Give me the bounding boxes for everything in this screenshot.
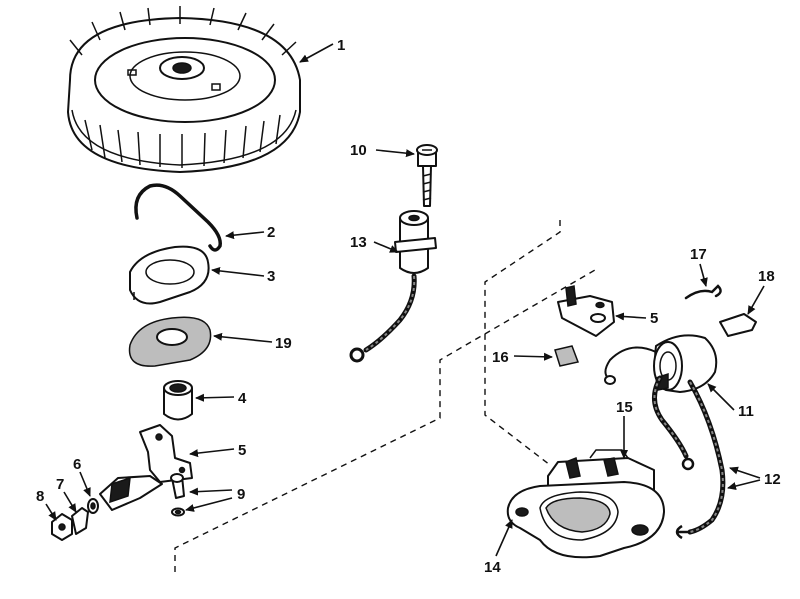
nut-part — [51, 513, 73, 541]
callout-4: 4 — [238, 390, 247, 407]
callout-labels: 1 2 3 19 4 5 9 6 7 8 10 13 17 18 5 16 11… — [36, 37, 781, 576]
felt-pad-part — [719, 313, 757, 337]
spring-wire-part — [684, 284, 722, 300]
screw-and-washer-part — [170, 473, 185, 517]
callout-15: 15 — [616, 399, 633, 416]
ignition-coil-part — [604, 334, 718, 471]
mounting-bracket-left-part — [139, 424, 193, 483]
callout-17: 17 — [690, 246, 707, 263]
flywheel-part — [67, 6, 301, 173]
callout-5-right: 5 — [650, 310, 658, 327]
callout-14: 14 — [484, 559, 501, 576]
callout-16: 16 — [492, 349, 509, 366]
gasket-plate-part — [129, 245, 210, 305]
callout-18: 18 — [758, 268, 775, 285]
callout-19: 19 — [275, 335, 292, 352]
callout-11: 11 — [738, 403, 754, 420]
callout-6: 6 — [73, 456, 81, 473]
callout-7: 7 — [56, 476, 64, 493]
stator-plate-part — [506, 481, 665, 559]
leader-lines — [45, 43, 765, 557]
callout-2: 2 — [267, 224, 275, 241]
callout-3: 3 — [267, 268, 275, 285]
washer-part — [87, 498, 99, 514]
cam-wiper-felt-part — [554, 345, 580, 367]
callout-8: 8 — [36, 488, 44, 505]
condenser-screw-part — [416, 144, 438, 207]
assembly-guide-lines — [174, 220, 596, 572]
callout-5-left: 5 — [238, 442, 246, 459]
cam-lever-part — [99, 475, 163, 511]
callout-9: 9 — [237, 486, 245, 503]
callout-12: 12 — [764, 471, 781, 488]
condenser-part — [349, 210, 437, 363]
callout-13: 13 — [350, 234, 367, 251]
high-tension-lead-part — [675, 379, 726, 540]
wire-clip-part — [134, 183, 222, 252]
callout-10: 10 — [350, 142, 367, 159]
bushing-part — [163, 380, 193, 421]
lockwasher-part — [71, 507, 89, 535]
felt-washer-part — [128, 316, 212, 367]
callout-1: 1 — [337, 37, 345, 54]
breaker-point-part — [557, 285, 615, 337]
